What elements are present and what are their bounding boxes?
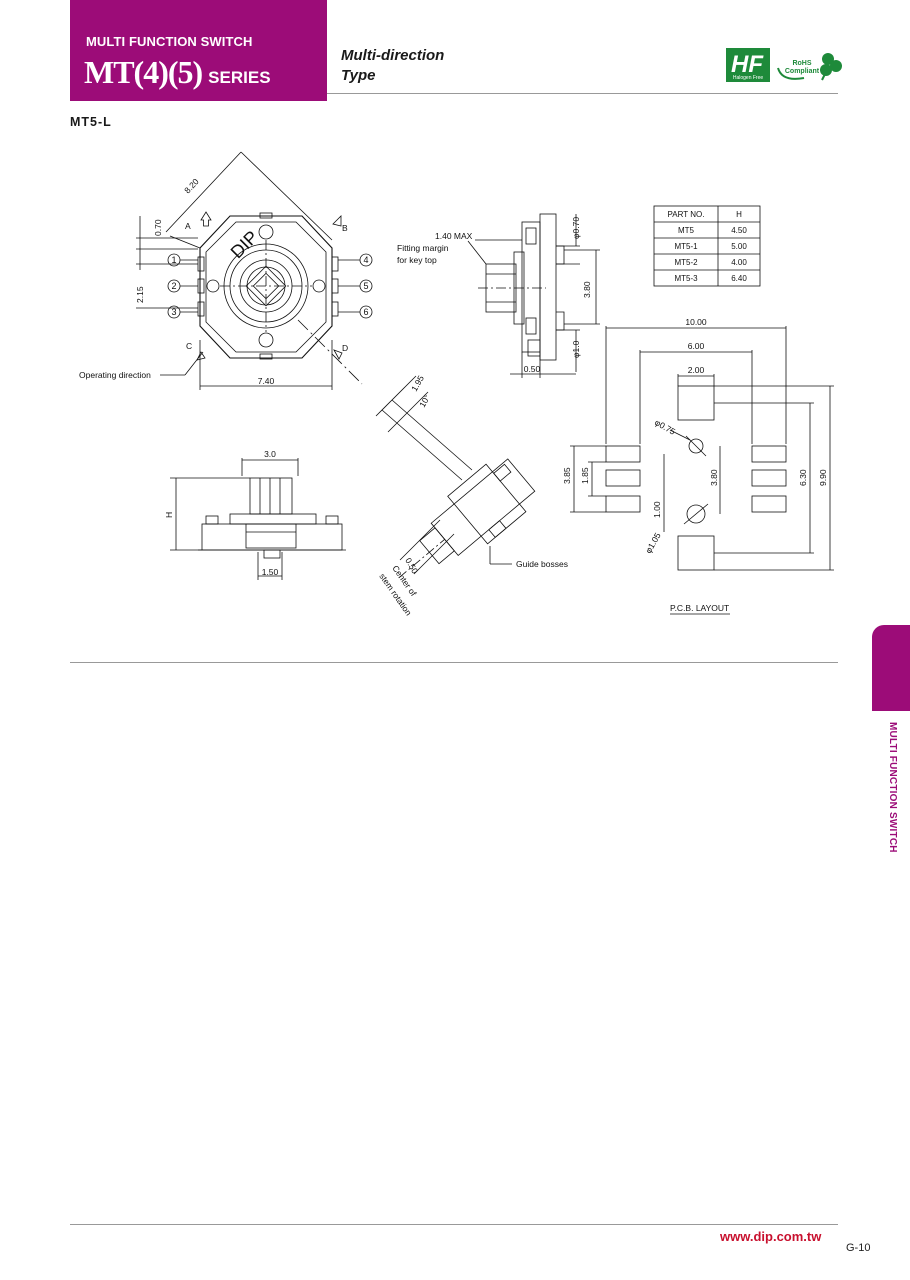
operating-direction-label: Operating direction [79, 370, 151, 380]
dim-140-max: 1.40 MAX [435, 231, 473, 241]
dim-top-070: 0.70 [153, 219, 163, 236]
dip-mark: DIP [227, 227, 262, 262]
dim-pcb-385: 3.85 [562, 467, 572, 484]
arrow-c-icon [196, 351, 206, 361]
subtitle-line-1: Multi-direction [341, 47, 445, 64]
header-divider [327, 93, 838, 94]
pin-2-label: 2 [171, 281, 176, 291]
svg-text:Compliant: Compliant [785, 68, 820, 75]
table-cell: MT5 [678, 226, 695, 235]
table-cell: 4.00 [731, 258, 747, 267]
svg-text:Halogen Free: Halogen Free [733, 75, 764, 81]
table-cell: 6.40 [731, 274, 747, 283]
dim-angle-10: 10° [417, 393, 432, 409]
dim-pitch: 2.15 [135, 286, 145, 303]
footer-divider [70, 1224, 838, 1225]
front-view: 3.0 H 1.50 [164, 449, 346, 580]
corner-d-label: D [342, 343, 348, 353]
guide-bosses-label: Guide bosses [516, 559, 568, 569]
pin-4-label: 4 [363, 255, 368, 265]
arrow-b-icon [332, 215, 342, 227]
svg-text:RoHS: RoHS [792, 60, 811, 67]
series-word: SERIES [208, 68, 271, 87]
dim-side-050: 0.50 [524, 364, 541, 374]
svg-text:HF: HF [731, 51, 764, 78]
pin-6-label: 6 [363, 307, 368, 317]
dim-pcb-630: 6.30 [798, 469, 808, 486]
dim-diagonal: 8.20 [182, 176, 201, 195]
side-tab-text: MULTI FUNCTION SWITCH [887, 722, 898, 853]
angled-view: 1.95 10° 0.50 Center of stem rotation Gu… [375, 373, 568, 618]
fitting-margin-line-2: for key top [397, 255, 437, 265]
dim-front-30: 3.0 [264, 449, 276, 459]
dim-phi-105: φ1.05 [643, 531, 663, 555]
pcb-layout: 10.00 6.00 2.00 φ0.75 φ1.05 3.85 1.85 1.… [562, 317, 834, 615]
dim-pcb-200: 2.00 [688, 365, 705, 375]
arrow-d-icon [333, 349, 343, 360]
dim-h: H [164, 512, 174, 518]
model-label: MT5-L [70, 115, 112, 129]
dim-pcb-185: 1.85 [580, 467, 590, 484]
dim-pcb-380: 3.80 [709, 469, 719, 486]
series-model: MT(4)(5) [84, 54, 203, 90]
pin-1-label: 1 [171, 255, 176, 265]
pcb-layout-caption: P.C.B. LAYOUT [670, 603, 729, 613]
compliance-logos: HF Halogen Free RoHS Compliant [726, 48, 842, 82]
dim-side-380: 3.80 [582, 281, 592, 298]
pin-3-label: 3 [171, 307, 176, 317]
technical-drawing: 1 2 3 4 5 6 DIP A B C D 8.20 0.70 2 [79, 151, 834, 618]
header-banner: MULTI FUNCTION SWITCH MT(4)(5) SERIES [70, 0, 327, 101]
corner-b-label: B [342, 223, 348, 233]
pin-5-label: 5 [363, 281, 368, 291]
dim-phi-075: φ0.75 [653, 417, 677, 437]
table-header-h: H [736, 210, 742, 219]
dim-pcb-1000: 10.00 [685, 317, 707, 327]
type-subtitle: Multi-direction Type [341, 46, 444, 86]
table-cell: MT5-2 [674, 258, 698, 267]
dim-front-150: 1.50 [262, 567, 279, 577]
category-label: MULTI FUNCTION SWITCH [86, 34, 253, 49]
dim-pcb-100: 1.00 [652, 501, 662, 518]
table-cell: MT5-3 [674, 274, 698, 283]
part-number-table: PART NO. H MT5 4.50 MT5-1 5.00 MT5-2 4.0… [653, 205, 761, 287]
subtitle-line-2: Type [341, 67, 376, 84]
table-header-part: PART NO. [668, 210, 705, 219]
side-tab [872, 625, 910, 711]
dim-phi-070: φ0.70 [571, 217, 581, 239]
dim-phi-10: φ1.0 [571, 340, 581, 358]
corner-a-label: A [185, 221, 191, 231]
side-tab-label: MULTI FUNCTION SWITCH [884, 722, 900, 882]
dim-width-740: 7.40 [258, 376, 275, 386]
page-number: G-10 [846, 1242, 871, 1254]
fitting-margin-line-1: Fitting margin [397, 243, 449, 253]
table-cell: 5.00 [731, 242, 747, 251]
series-title: MT(4)(5) SERIES [84, 54, 271, 91]
dim-pcb-600: 6.00 [688, 341, 705, 351]
halogen-free-icon: HF Halogen Free [726, 48, 770, 82]
table-cell: MT5-1 [674, 242, 698, 251]
table-cell: 4.50 [731, 226, 747, 235]
arrow-a-icon [200, 211, 212, 227]
dim-angled-195: 1.95 [409, 373, 426, 393]
top-view: 1 2 3 4 5 6 DIP A B C D 8.20 0.70 2 [79, 151, 373, 390]
side-view: 1.40 MAX Fitting margin for key top φ0.7… [397, 213, 600, 378]
rohs-icon: RoHS Compliant [777, 53, 842, 81]
website-link[interactable]: www.dip.com.tw [720, 1229, 822, 1244]
content-divider [70, 662, 838, 663]
corner-c-label: C [186, 341, 192, 351]
dim-pcb-990: 9.90 [818, 469, 828, 486]
